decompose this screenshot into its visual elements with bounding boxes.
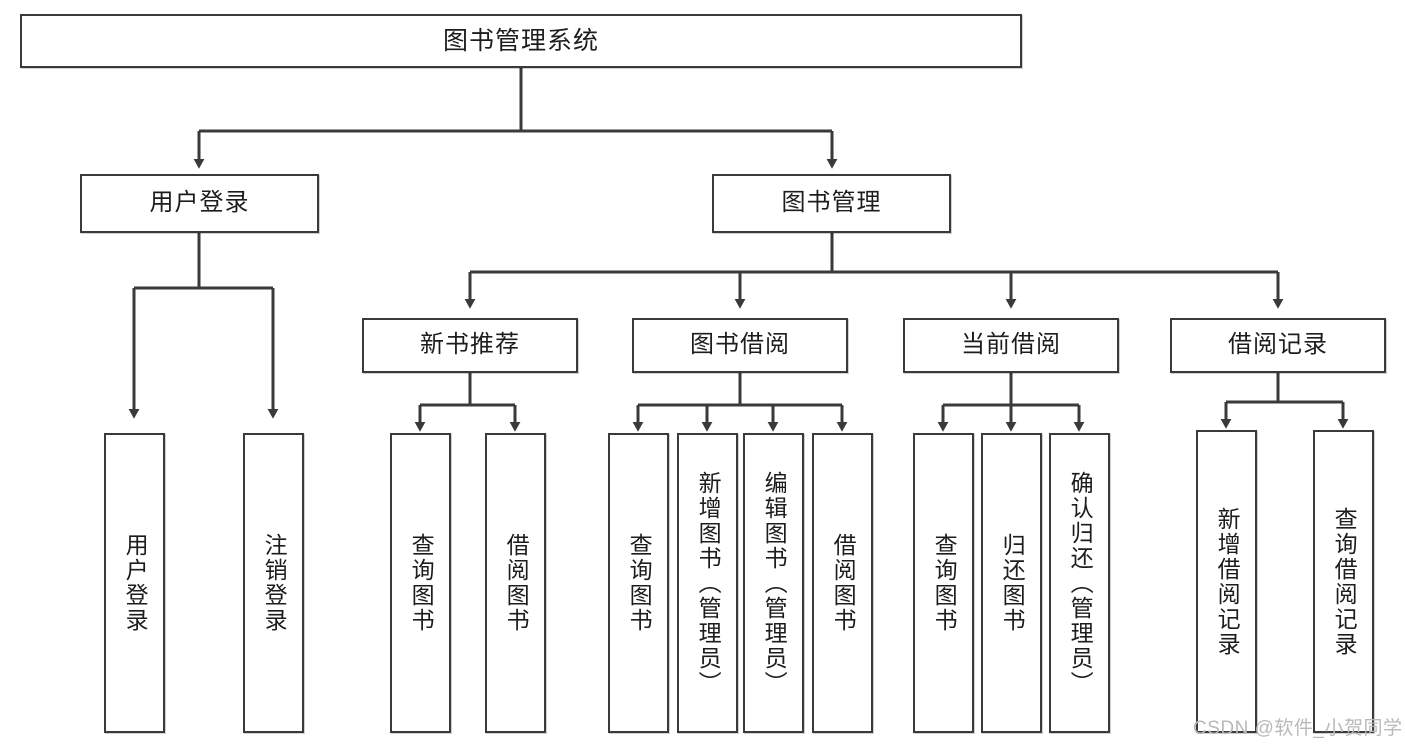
leaf-new-book-query[interactable]: 查询图书 [390,433,451,733]
node-user-login[interactable]: 用户登录 [80,174,319,233]
node-label: 借阅图书 [830,533,857,633]
node-label: 新书推荐 [420,331,520,359]
leaf-book-borrow-query[interactable]: 查询图书 [608,433,669,733]
node-book-management[interactable]: 图书管理 [712,174,951,233]
node-label: 用户登录 [149,189,250,217]
node-label: 新增借阅记录 [1214,506,1241,657]
node-root-system[interactable]: 图书管理系统 [20,14,1022,68]
node-label: 确认归还（管理员） [1067,470,1094,696]
node-label: 图书管理 [781,189,882,217]
node-label: 查询图书 [931,533,958,633]
leaf-book-borrow-borrow[interactable]: 借阅图书 [812,433,873,733]
node-label: 借阅记录 [1228,331,1328,359]
node-label: 图书借阅 [690,331,790,359]
node-new-book-recommend[interactable]: 新书推荐 [362,318,578,373]
node-label: 图书管理系统 [442,27,599,55]
node-label: 当前借阅 [961,331,1061,359]
node-label: 编辑图书（管理员） [761,470,788,696]
node-label: 借阅图书 [503,533,530,633]
node-label: 用户登录 [122,533,149,633]
leaf-book-borrow-add[interactable]: 新增图书（管理员） [677,433,738,733]
node-label: 注销登录 [261,533,288,633]
leaf-borrow-record-add[interactable]: 新增借阅记录 [1196,430,1257,733]
node-label: 查询图书 [626,533,653,633]
node-current-borrow[interactable]: 当前借阅 [903,318,1119,373]
leaf-current-borrow-query[interactable]: 查询图书 [913,433,974,733]
leaf-new-book-borrow[interactable]: 借阅图书 [485,433,546,733]
node-label: 新增图书（管理员） [695,470,722,696]
watermark-csdn: CSDN @软件_小贺同学 [1193,718,1403,739]
leaf-borrow-record-query[interactable]: 查询借阅记录 [1313,430,1374,733]
leaf-user-login-signin[interactable]: 用户登录 [104,433,165,733]
node-label: 查询图书 [408,533,435,633]
leaf-current-borrow-return[interactable]: 归还图书 [981,433,1042,733]
node-label: 归还图书 [999,533,1026,633]
node-borrow-record[interactable]: 借阅记录 [1170,318,1386,373]
leaf-book-borrow-edit[interactable]: 编辑图书（管理员） [743,433,804,733]
leaf-current-borrow-confirm[interactable]: 确认归还（管理员） [1049,433,1110,733]
node-book-borrow[interactable]: 图书借阅 [632,318,848,373]
node-label: 查询借阅记录 [1331,506,1358,657]
leaf-user-login-signout[interactable]: 注销登录 [243,433,304,733]
